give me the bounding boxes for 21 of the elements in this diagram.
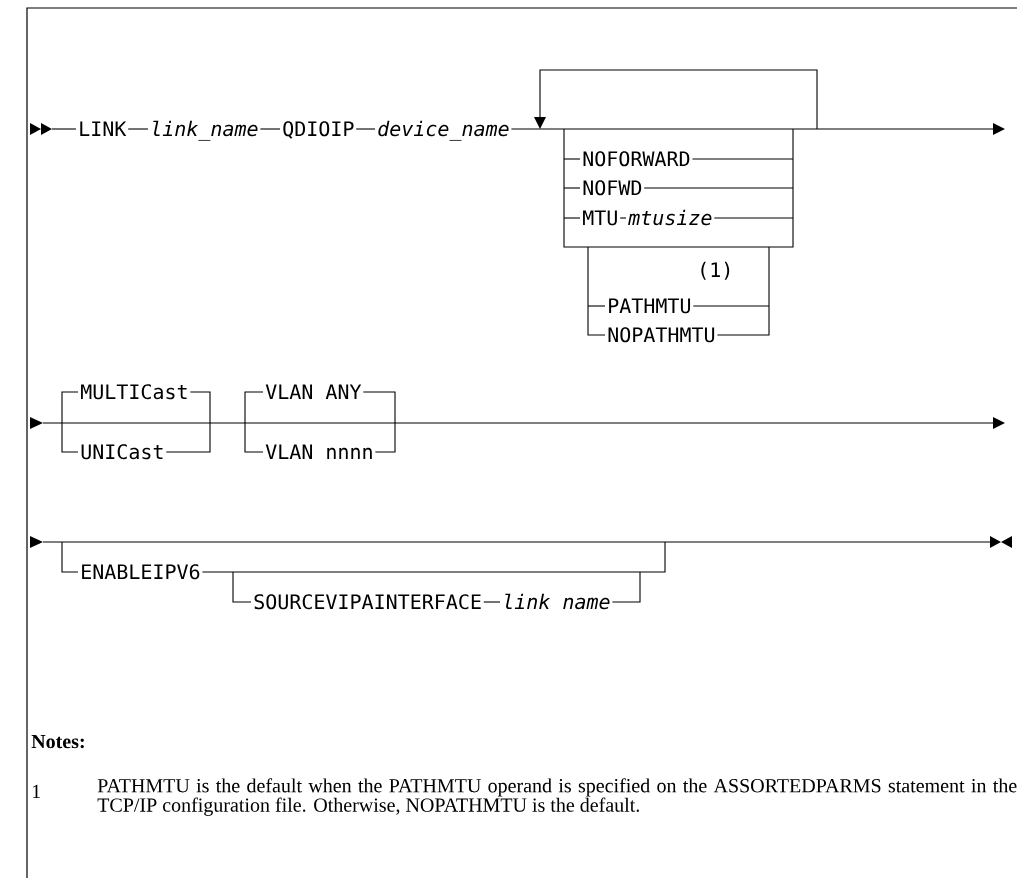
keyword: VLAN ANY: [265, 384, 362, 399]
keyword: MULTICast: [81, 384, 187, 400]
keyword: ENABLEIPV6: [82, 564, 200, 580]
notes-heading: Notes:: [31, 734, 84, 749]
keyword: PATHMTU: [609, 298, 691, 314]
variable: link_name: [153, 120, 258, 141]
keyword: UNICast: [81, 444, 163, 460]
note-text: PATHMTU is the default when the PATHMTU operand is specified on the ASSORTEDPARMS statement in the TCP/IP configuration file. Otherwise, NOPATHMTU is the default.: [97, 778, 1017, 816]
keyword: SOURCEVIPAINTERFACE: [254, 594, 481, 610]
keyword: NOPATHMTU: [608, 327, 715, 343]
keyword: LINK: [80, 121, 127, 136]
keyword: VLAN nnnn: [265, 444, 372, 459]
footnote-marker: (1): [701, 261, 730, 280]
keyword: NOFWD: [583, 180, 642, 196]
variable: link name: [505, 593, 610, 610]
note-number: 1: [32, 784, 40, 798]
keyword: MTU: [583, 210, 617, 226]
keyword: QDIOIP: [283, 121, 354, 139]
variable: device_name: [378, 120, 509, 141]
variable: mtusize: [628, 209, 712, 226]
keyword: NOFORWARD: [583, 151, 690, 167]
